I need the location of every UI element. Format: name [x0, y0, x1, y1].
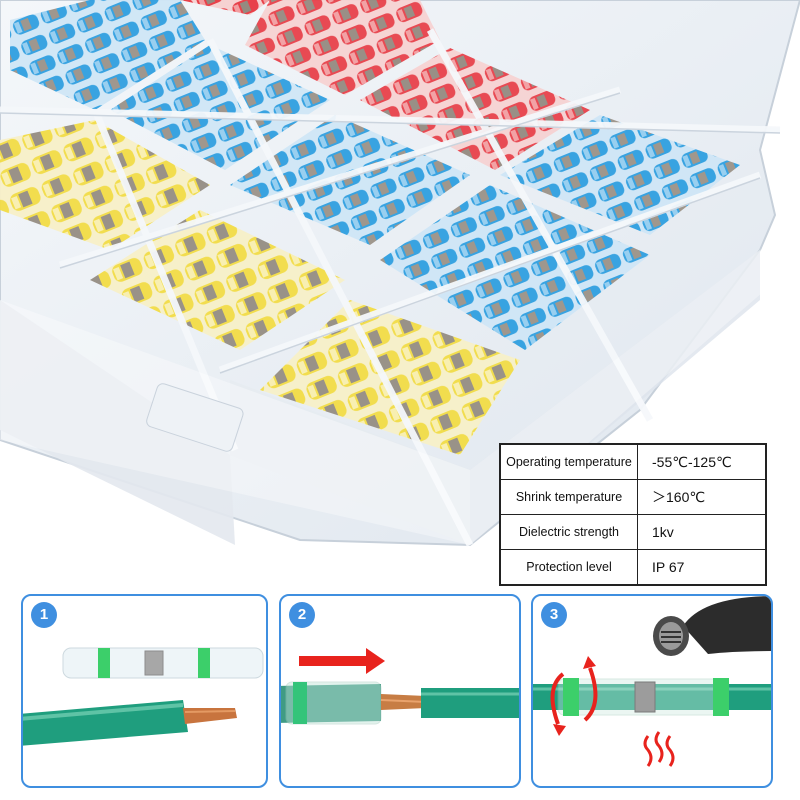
step-number-badge: 3: [541, 602, 567, 628]
step-2-panel: 2: [279, 594, 521, 788]
spec-table: Operating temperature -55℃-125℃ Shrink t…: [499, 443, 767, 586]
step-number-badge: 2: [289, 602, 315, 628]
spec-row: Dielectric strength 1kv: [499, 514, 767, 550]
spec-label: Operating temperature: [499, 443, 638, 480]
spec-value: ＞160℃: [637, 479, 767, 515]
spec-row: Shrink temperature ＞160℃: [499, 479, 767, 515]
insert-arrow-icon: [281, 648, 519, 725]
wire-and-connector-icon: [23, 647, 264, 746]
heat-gun-icon: [533, 596, 771, 767]
spec-row: Protection level IP 67: [499, 549, 767, 586]
step-1-panel: 1: [21, 594, 268, 788]
spec-value: IP 67: [637, 549, 767, 586]
spec-label: Shrink temperature: [499, 479, 638, 515]
spec-value: -55℃-125℃: [637, 443, 767, 480]
step-3-panel: 3: [531, 594, 773, 788]
spec-value: 1kv: [637, 514, 767, 550]
spec-label: Dielectric strength: [499, 514, 638, 550]
spec-label: Protection level: [499, 549, 638, 586]
step-number-badge: 1: [31, 602, 57, 628]
spec-row: Operating temperature -55℃-125℃: [499, 443, 767, 480]
